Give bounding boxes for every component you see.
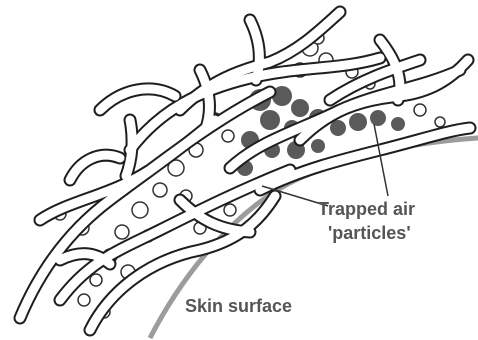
skin-surface-label: Skin surface [185, 296, 292, 316]
trapped-air-label-line2: 'particles' [328, 223, 411, 243]
trapped-air-label-line1: Trapped air [318, 199, 415, 219]
